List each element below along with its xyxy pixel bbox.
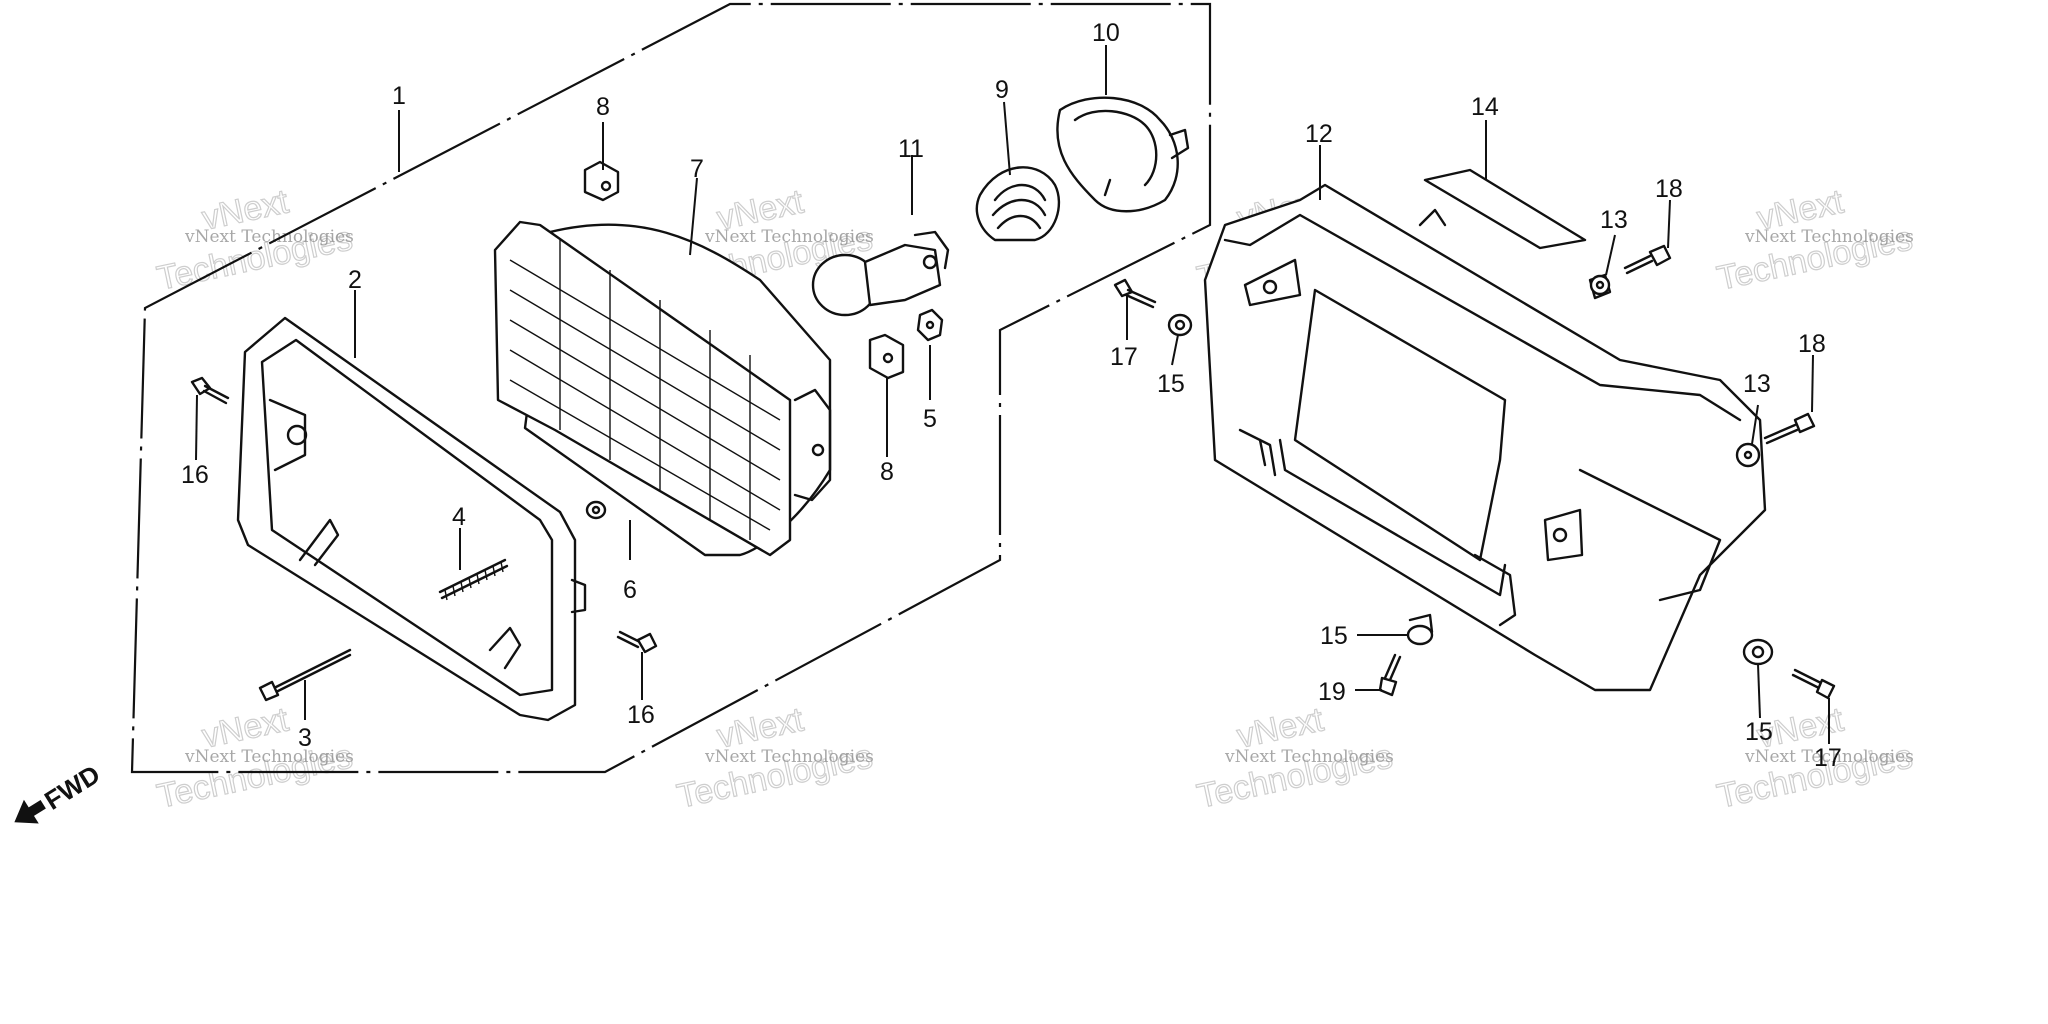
watermark-small-text: vNext Technologies: [1744, 227, 1914, 247]
rubber-cap-upper: [583, 160, 620, 202]
callout-4: 4: [452, 503, 466, 531]
callout-17-right: 17: [1814, 744, 1842, 772]
watermark: Technologies vNext vNext Technologies: [153, 700, 356, 817]
bolt-bottom: [1378, 653, 1402, 697]
watermark-small-text: vNext Technologies: [184, 227, 354, 247]
adjusting-screw: [258, 648, 352, 702]
callout-17-left: 17: [1110, 343, 1138, 371]
callout-3: 3: [298, 724, 312, 752]
callout-13-upper: 13: [1600, 206, 1628, 234]
watermark-small-text: vNext Technologies: [704, 747, 874, 767]
caution-label: [1423, 168, 1587, 250]
watermark-small-text: vNext Technologies: [184, 747, 354, 767]
bulb-socket: [975, 166, 1061, 242]
callout-12: 12: [1305, 120, 1333, 148]
screw-upper-left: [190, 376, 230, 405]
watermark: Technologies vNext vNext Technologies: [1193, 700, 1396, 817]
adjusting-spring: [438, 558, 509, 601]
watermark: Technologies vNext vNext Technologies: [153, 182, 356, 299]
callout-16-left: 16: [181, 461, 209, 489]
grommet-middle: [1735, 442, 1761, 468]
watermark-small-text: vNext Technologies: [1744, 747, 1914, 767]
callout-16-bottom: 16: [627, 701, 655, 729]
headlight-bulb: [811, 230, 950, 317]
watermark: Technologies vNext vNext Technologies: [1713, 182, 1916, 299]
callout-10: 10: [1092, 19, 1120, 47]
sealed-beam-unit: [493, 220, 832, 557]
fwd-direction-indicator: FWD: [14, 759, 105, 824]
rubber-cap-lower: [868, 333, 905, 380]
grommet-upper: [1588, 273, 1612, 300]
bolt-upper-right: [1623, 244, 1672, 275]
callout-11: 11: [898, 135, 924, 163]
callout-9: 9: [995, 76, 1009, 104]
callout-8-lower: 8: [880, 458, 894, 486]
bolt-left: [1113, 278, 1157, 309]
callout-6: 6: [623, 576, 637, 604]
watermark-small-text: vNext Technologies: [1224, 747, 1394, 767]
bolt-bottom-right: [1791, 668, 1836, 700]
collar-bottom-right: [1742, 638, 1774, 666]
callout-14: 14: [1471, 93, 1499, 121]
collar-left: [1167, 313, 1193, 337]
collar-bottom: [1406, 613, 1434, 646]
callout-15-middle: 15: [1320, 622, 1348, 650]
screw-lower-middle: [616, 630, 658, 654]
headlight-rim: [236, 316, 587, 722]
callout-2: 2: [348, 266, 362, 294]
callout-15-right: 15: [1745, 718, 1773, 746]
callout-8-upper: 8: [596, 93, 610, 121]
dust-cover: [1056, 96, 1190, 213]
callout-19: 19: [1318, 678, 1346, 706]
callout-18-upper: 18: [1655, 175, 1683, 203]
callout-5: 5: [923, 405, 937, 433]
fwd-arrow-icon: [14, 799, 46, 824]
bolt-middle-right: [1763, 412, 1816, 445]
watermark-small-text: vNext Technologies: [704, 227, 874, 247]
headlight-case: [1203, 183, 1767, 692]
callout-13-lower: 13: [1743, 370, 1771, 398]
callout-7: 7: [690, 155, 704, 183]
terminal-clip: [916, 308, 944, 342]
callout-15-left: 15: [1157, 370, 1185, 398]
washer: [585, 500, 607, 520]
fwd-label: FWD: [39, 759, 105, 816]
callouts: 1 2 3 4 5 6 7 8 8 9 10 11 12 13 13 14 15…: [181, 19, 1842, 772]
callout-1: 1: [392, 82, 406, 110]
callout-18-lower: 18: [1798, 330, 1826, 358]
assembly-boundary-line: [130, 2, 1212, 774]
leader-lines: [195, 45, 1830, 744]
